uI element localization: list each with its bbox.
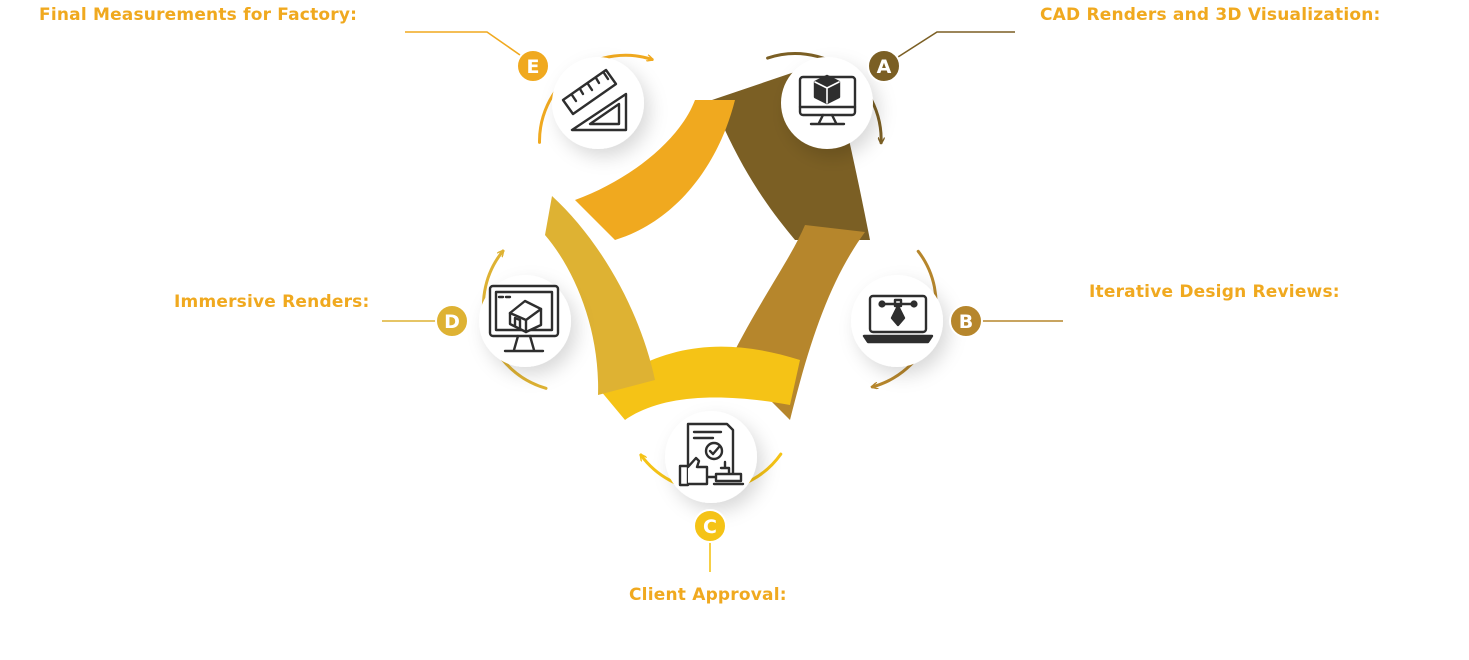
monitor-house-icon: [488, 284, 560, 353]
icon-circle-e: [552, 57, 644, 149]
badge-a: A: [867, 49, 901, 83]
step-d-label: Immersive Renders:: [174, 292, 370, 312]
svg-text:B: B: [959, 311, 973, 333]
laptop-vector-pen-icon: [862, 294, 934, 344]
svg-text:D: D: [444, 311, 460, 333]
svg-text:C: C: [703, 516, 717, 538]
badge-d: D: [435, 304, 469, 338]
badge-c: C: [693, 509, 727, 543]
connector-e: [405, 31, 521, 56]
ribbon-d: [545, 196, 655, 395]
ribbon-e: [575, 100, 735, 240]
svg-text:A: A: [877, 56, 892, 78]
step-a-label: CAD Renders and 3D Visualization:: [1040, 5, 1381, 25]
badge-e: E: [516, 49, 550, 83]
svg-text:E: E: [527, 56, 540, 78]
step-e-label: Final Measurements for Factory:: [39, 5, 358, 25]
monitor-3d-cube-icon: [798, 74, 857, 126]
step-c-label: Client Approval:: [629, 585, 787, 605]
step-b-label: Iterative Design Reviews:: [1089, 282, 1340, 302]
cycle-ribbons: [545, 60, 870, 420]
connector-a: [897, 31, 1015, 58]
document-approval-stamp-icon: [678, 422, 745, 487]
connector-lines: [382, 31, 1063, 572]
badge-b: B: [949, 304, 983, 338]
ruler-triangle-icon: [561, 68, 628, 132]
